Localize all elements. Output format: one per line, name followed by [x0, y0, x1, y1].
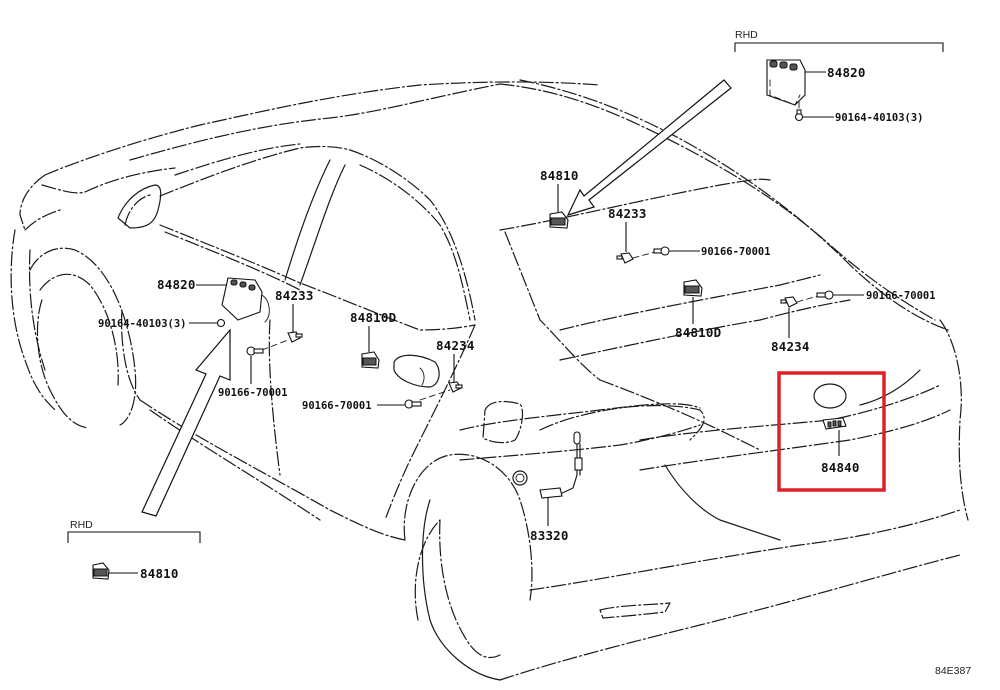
fuel-opener-parts: 83320: [530, 431, 583, 543]
clip-icon: [287, 331, 303, 343]
part-label-84810d-deck: 84810D: [675, 325, 721, 340]
part-label-84810: 84810: [540, 168, 579, 183]
bolt-icon: [216, 318, 226, 328]
screw-icon: [246, 346, 264, 356]
door-handle-icon: [393, 354, 440, 388]
deck-parts: 84810 84233 90166-70001 84810D: [540, 168, 936, 354]
part-label-90166-70001-rear: 90166-70001: [302, 400, 372, 412]
part-label-90164-40103-rhd: 90164-40103(3): [835, 112, 924, 124]
power-window-switch-icon: [221, 277, 263, 321]
rhd-group-bottom: RHD 84810: [67, 519, 201, 581]
rhd-group-top-header: RHD: [735, 29, 758, 41]
rear-door-parts: 84810D 84234 90166-70001: [302, 310, 475, 412]
power-window-switch-icon: [766, 59, 806, 106]
part-label-84820: 84820: [157, 277, 196, 292]
part-label-84234: 84234: [436, 338, 475, 353]
part-label-84810-rhd: 84810: [140, 566, 179, 581]
part-label-84810d: 84810D: [350, 310, 396, 325]
part-label-83320: 83320: [530, 528, 569, 543]
part-label-84233-deck: 84233: [608, 206, 647, 221]
rhd-group-bottom-header: RHD: [70, 519, 93, 531]
car-body-outline: [10, 79, 969, 681]
bolt-icon: [794, 109, 804, 122]
fuel-lid-opener-cable-icon: [539, 431, 583, 499]
part-label-84234-deck: 84234: [771, 339, 810, 354]
trunk-opener-switch-icon: [822, 417, 847, 430]
door-switch-icon: [683, 279, 703, 297]
door-switch-icon: [549, 211, 569, 229]
part-label-90164-40103: 90164-40103(3): [98, 318, 187, 330]
clip-icon: [780, 296, 798, 308]
part-label-84233: 84233: [275, 288, 314, 303]
part-label-90166-70001-door: 90166-70001: [218, 387, 288, 399]
part-label-90166-70001-deck-rear: 90166-70001: [866, 290, 936, 302]
rhd-group-top: RHD 84820 90164-40103(3): [734, 29, 944, 124]
direction-arrow-left: [141, 328, 231, 517]
front-door-parts: 84820 90164-40103(3) 84233 90166-70001: [98, 277, 314, 399]
screw-icon: [404, 399, 422, 409]
part-label-90166-70001-deck: 90166-70001: [701, 246, 771, 258]
illustration-code: 84E387: [935, 665, 971, 677]
part-label-84840: 84840: [821, 460, 860, 475]
screw-icon: [653, 246, 670, 256]
screw-icon: [816, 290, 834, 300]
part-label-84820-rhd: 84820: [827, 65, 866, 80]
clip-icon: [616, 252, 634, 264]
clip-icon: [448, 381, 463, 393]
direction-arrow-right: [566, 79, 732, 216]
door-switch-icon: [361, 351, 380, 369]
highlight-box-84840: 84840: [777, 371, 886, 492]
door-switch-icon: [92, 562, 110, 580]
